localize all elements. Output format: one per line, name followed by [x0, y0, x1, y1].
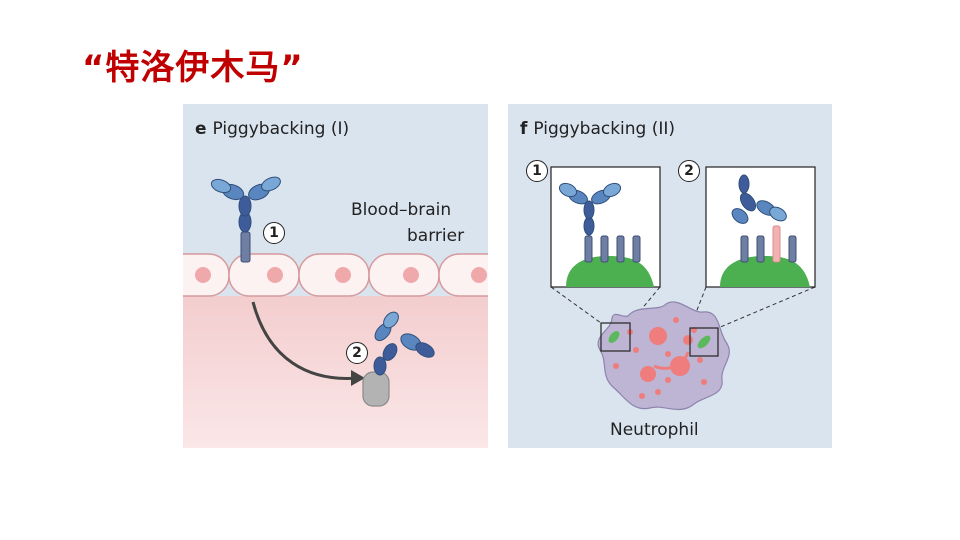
transcytosis-arrow — [251, 301, 359, 380]
antibody-icon — [558, 182, 622, 236]
panel-e-letter: e — [195, 119, 207, 139]
antibody-icon — [373, 311, 435, 376]
zoom-box-1 — [600, 322, 631, 352]
arrow-head — [351, 370, 365, 386]
neutrophil-nucleus — [653, 351, 690, 370]
blood-brain-barrier-cells — [183, 253, 488, 297]
barrier-label-line1: Blood–brain — [351, 200, 452, 220]
panel-f-title: Piggybacking (II) — [533, 119, 676, 139]
slide-title: “特洛伊木马” — [82, 48, 304, 88]
zoom-box-2 — [689, 327, 719, 357]
inset-2 — [705, 166, 816, 288]
panel-f-illustration — [550, 166, 816, 411]
step-2-badge: 2 — [346, 342, 368, 364]
bound-antibody-marker — [608, 331, 620, 343]
zoom-connectors — [550, 286, 816, 329]
bound-antibody-marker — [697, 335, 711, 349]
antibody-icon — [210, 176, 281, 233]
step-1-badge: 1 — [526, 160, 548, 182]
step-1-badge: 1 — [263, 222, 285, 244]
brain-target — [362, 371, 390, 407]
barrier-receptor — [240, 231, 251, 263]
panel-e-title: Piggybacking (I) — [212, 119, 350, 139]
neutrophil-label: Neutrophil — [610, 420, 699, 440]
brain-tissue — [183, 296, 488, 448]
panel-e-illustration — [183, 176, 488, 448]
step-2-badge: 2 — [678, 160, 700, 182]
panel-f-letter: f — [520, 119, 528, 139]
neutrophil-granules — [613, 317, 707, 399]
inset-1 — [550, 166, 661, 288]
antibody-icon — [731, 174, 787, 224]
barrier-label-line2: barrier — [407, 226, 465, 246]
